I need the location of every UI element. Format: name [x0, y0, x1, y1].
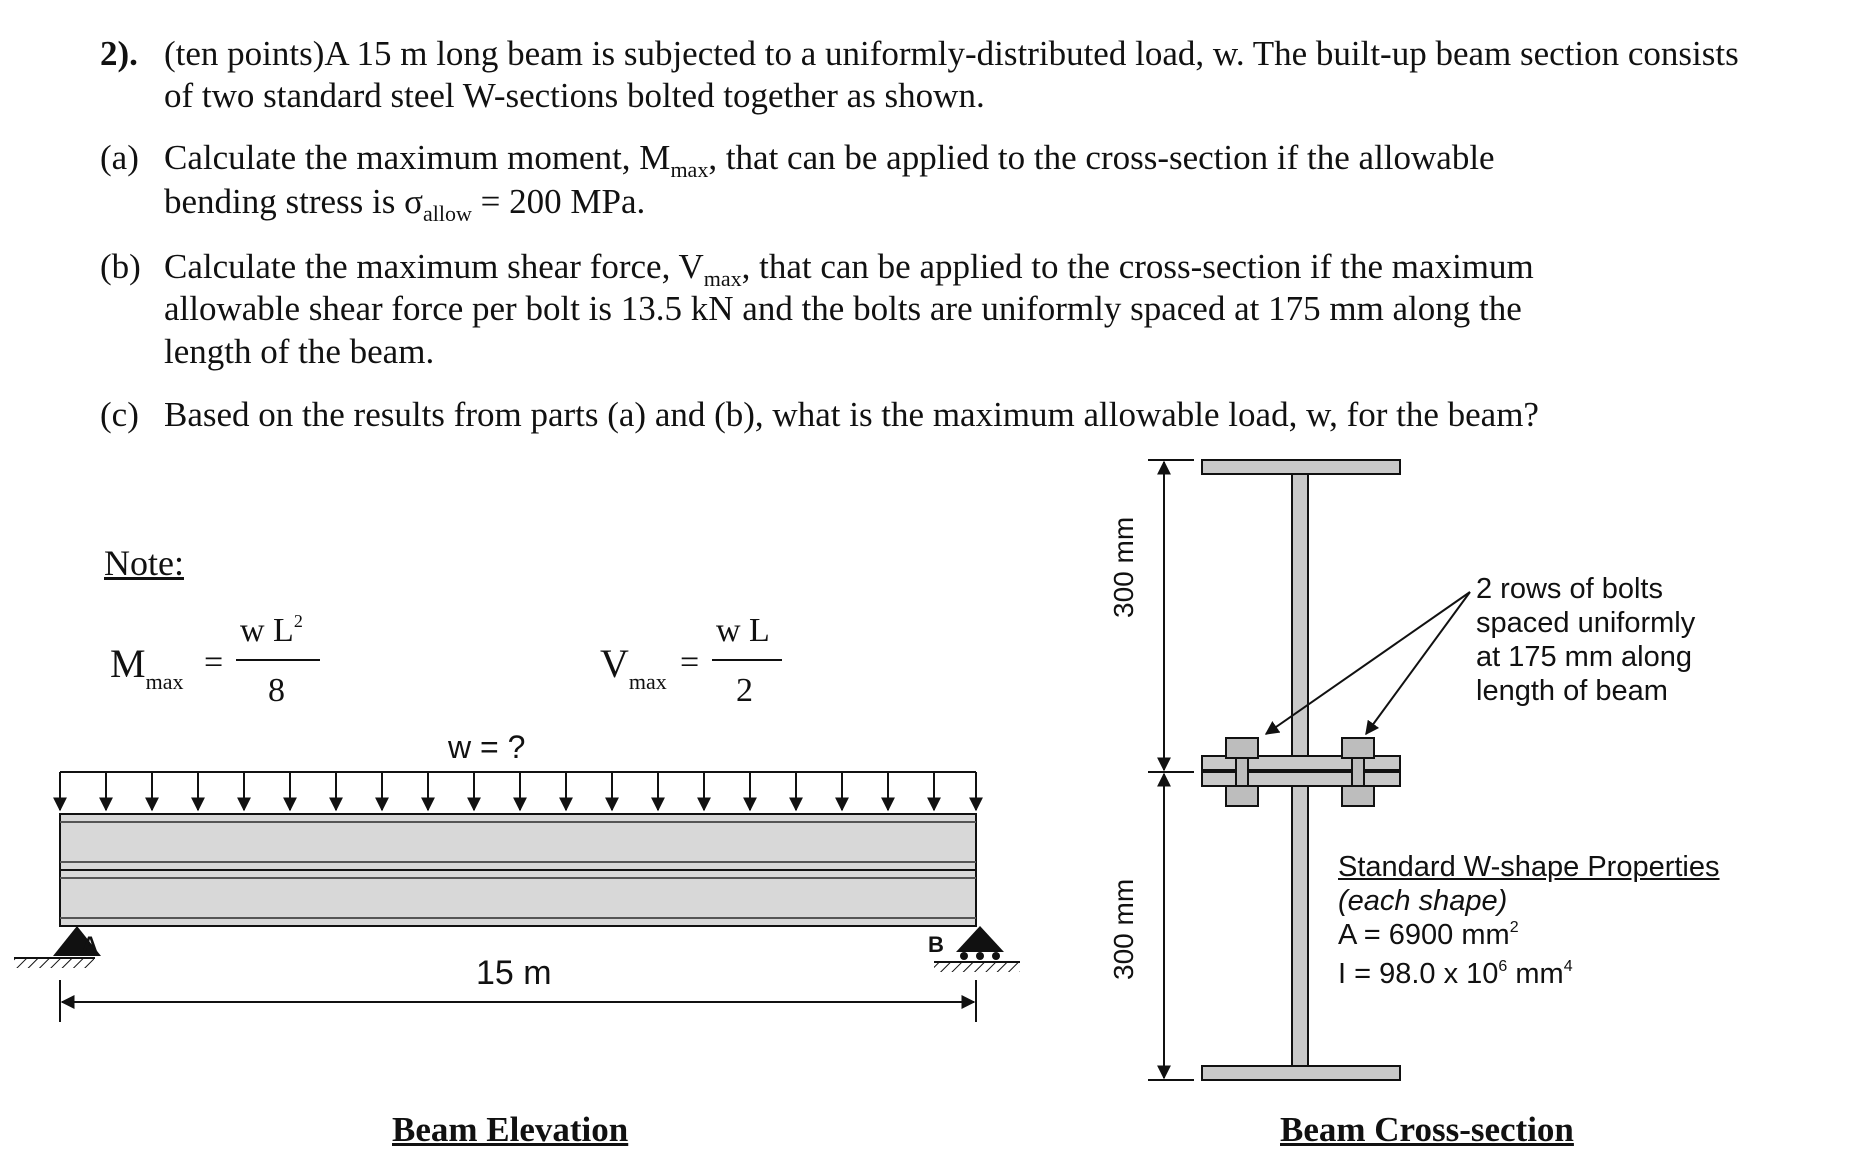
part-c-label: (c) — [100, 395, 139, 434]
inertia-sup2: 4 — [1563, 958, 1573, 975]
vmax-letter: V — [600, 641, 629, 686]
problem-intro-line2: of two standard steel W-sections bolted … — [164, 76, 985, 115]
part-b-line2: allowable shear force per bolt is 13.5 k… — [164, 289, 1522, 328]
upper-w-section — [1201, 459, 1401, 771]
vmax-equals: = — [680, 644, 700, 681]
bolt-right — [1341, 737, 1375, 807]
support-a-label: A — [82, 932, 98, 957]
part-a-text2: bending stress is σ — [164, 182, 423, 221]
dim-top-label: 300 mm — [1108, 516, 1139, 618]
problem-intro-line1: (ten points)A 15 m long beam is subjecte… — [164, 34, 1739, 73]
span-label: 15 m — [476, 954, 552, 992]
part-a-text-cont: , that can be applied to the cross-secti… — [708, 138, 1495, 177]
span-dimension — [59, 980, 977, 1022]
bolts-note-line3: at 175 mm along — [1476, 641, 1693, 673]
load-label: w = ? — [448, 729, 526, 765]
mmax-numerator: w L2 — [240, 611, 303, 650]
mmax-num-sup: 2 — [293, 611, 303, 631]
props-inertia: I = 98.0 x 106 mm4 — [1338, 957, 1720, 996]
lower-w-section — [1201, 771, 1401, 1081]
sigma-subscript: allow — [423, 201, 472, 226]
cross-section-caption: Beam Cross-section — [1280, 1110, 1574, 1149]
note-title: Note: — [104, 543, 184, 583]
vmax-symbol: Vmax — [600, 640, 667, 694]
bolt-leader-arrows — [1264, 591, 1471, 736]
part-b-text: Calculate the maximum shear force, V — [164, 247, 704, 286]
inertia-text: I = 98.0 x 10 — [1338, 958, 1499, 990]
mmax-sub: max — [145, 669, 184, 694]
vmax-subscript: max — [703, 266, 742, 291]
part-b-text-cont: , that can be applied to the cross-secti… — [741, 247, 1534, 286]
support-a-pin — [14, 926, 101, 968]
mmax-equals: = — [204, 644, 224, 681]
part-b-line1: Calculate the maximum shear force, Vmax,… — [164, 247, 1534, 290]
vmax-sub: max — [628, 669, 667, 694]
mmax-subscript: max — [670, 157, 709, 182]
bolt-left — [1225, 737, 1259, 807]
part-a-label: (a) — [100, 138, 139, 177]
part-a-text: Calculate the maximum moment, M — [164, 138, 671, 177]
bolts-note-line1: 2 rows of bolts — [1476, 573, 1663, 605]
inertia-unit: mm — [1507, 958, 1564, 990]
area-sup: 2 — [1509, 919, 1519, 936]
problem-number: 2). — [100, 34, 138, 73]
distributed-load — [53, 771, 983, 812]
elevation-caption: Beam Elevation — [392, 1110, 629, 1149]
vmax-denominator: 2 — [736, 672, 753, 709]
props-title: Standard W-shape Properties — [1338, 851, 1720, 883]
beam-body — [59, 813, 977, 927]
mmax-symbol: Mmax — [110, 640, 183, 694]
bolts-note-line4: length of beam — [1476, 675, 1668, 707]
w-shape-properties: Standard W-shape Properties (each shape)… — [1338, 850, 1720, 996]
bolts-note: 2 rows of bolts spaced uniformly at 175 … — [1476, 572, 1695, 708]
vmax-numerator: w L — [716, 612, 770, 649]
part-a-line1: Calculate the maximum moment, Mmax, that… — [164, 138, 1495, 181]
area-text: A = 6900 mm — [1338, 919, 1510, 951]
mmax-denominator: 8 — [268, 672, 285, 709]
dim-bottom-label: 300 mm — [1108, 878, 1139, 980]
inertia-sup1: 6 — [1498, 958, 1508, 975]
part-b-line3: length of the beam. — [164, 332, 435, 371]
props-subtitle: (each shape) — [1338, 885, 1508, 917]
height-dimension — [1148, 459, 1194, 1081]
mmax-letter: M — [110, 641, 146, 686]
support-b-label: B — [928, 932, 944, 957]
part-c-line1: Based on the results from parts (a) and … — [164, 395, 1539, 434]
bolts-note-line2: spaced uniformly — [1476, 607, 1696, 639]
mmax-num-text: w L — [240, 612, 294, 649]
support-b-roller — [934, 926, 1020, 972]
part-a-text2-cont: = 200 MPa. — [471, 182, 646, 221]
props-area: A = 6900 mm2 — [1338, 918, 1720, 957]
part-a-line2: bending stress is σallow = 200 MPa. — [164, 182, 646, 225]
part-b-label: (b) — [100, 247, 141, 286]
